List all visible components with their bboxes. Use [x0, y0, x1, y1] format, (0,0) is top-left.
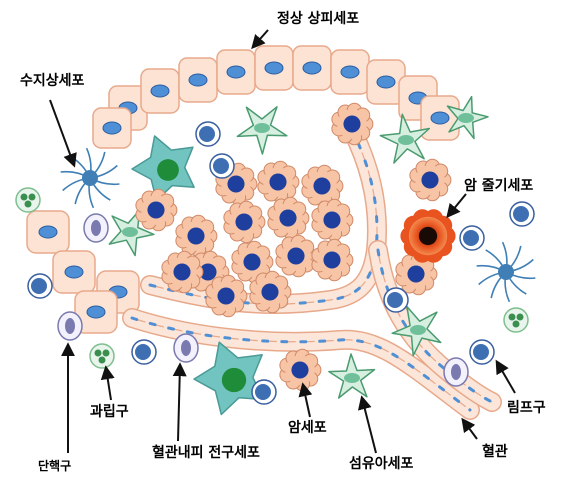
arrow-lymphocyte [497, 362, 515, 393]
cancer-stem-cell [400, 209, 455, 262]
lymphocyte [28, 274, 52, 298]
cancer-cell [312, 239, 353, 280]
epithelial-cell [179, 58, 217, 102]
monocyte [444, 358, 468, 386]
epithelial-cell [421, 96, 459, 140]
label-dendritic: 수지상세포 [20, 74, 84, 88]
dendritic-cell [61, 148, 120, 208]
arrow-progenitor [178, 365, 180, 441]
cancer-cell [268, 197, 309, 238]
label-blood-vessel: 혈관 [482, 445, 508, 459]
label-lymphocyte: 림프구 [507, 401, 546, 415]
monocyte [84, 214, 108, 242]
lymphocyte [510, 202, 534, 226]
lymphocyte [252, 380, 276, 404]
cancer-cell [410, 159, 451, 200]
cancer-cell [250, 271, 291, 312]
label-fibroblast: 섬유아세포 [349, 457, 413, 471]
lymphocyte [210, 154, 234, 178]
arrow-stem [448, 194, 466, 216]
cancer-stem-cell-body [400, 209, 455, 262]
cancer-cell [312, 199, 353, 240]
dendritic-cell [477, 242, 536, 302]
lymphocyte [470, 340, 494, 364]
label-cancer-stem: 암 줄기세포 [464, 179, 533, 193]
epithelial-cell [93, 108, 131, 148]
arrow-vessel [463, 420, 477, 439]
cancer-cell [276, 235, 317, 276]
monocyte [174, 334, 198, 362]
label-endothelial-progenitor: 혈관내피 전구세포 [152, 446, 260, 460]
monocyte [58, 312, 82, 340]
cancer-cell [224, 201, 265, 242]
arrow-fibroblast [362, 398, 376, 453]
epithelial-cell [217, 50, 255, 94]
epithelial-cell [293, 46, 331, 90]
label-granulocyte: 과립구 [90, 405, 129, 419]
cancer-cell [280, 349, 321, 390]
lymphocyte [460, 226, 484, 250]
label-cancer-cell: 암세포 [288, 421, 327, 435]
cancer-cell [332, 103, 373, 144]
epithelial-cell [27, 211, 69, 253]
fibroblast [329, 354, 375, 398]
label-monocyte: 단핵구 [38, 460, 71, 472]
arrow-granulocyte [106, 368, 111, 400]
epithelial-cell [331, 50, 369, 94]
lymphocyte [384, 288, 408, 312]
granulocyte [504, 308, 528, 332]
lymphocyte [196, 122, 220, 146]
cancer-cell [176, 215, 217, 256]
epithelial-cell [53, 251, 95, 293]
arrow-dendritic [50, 100, 74, 165]
granulocyte [90, 344, 114, 368]
cancer-cell [258, 161, 299, 202]
label-normal-epithelial: 정상 상피세포 [277, 12, 359, 26]
cancer-cell [136, 189, 177, 230]
arrow-epithelial [253, 30, 268, 47]
fibroblast [237, 107, 286, 154]
epithelial-cell [255, 46, 293, 90]
epithelial-cell [141, 69, 179, 113]
granulocyte [16, 188, 40, 212]
cancer-cell [206, 275, 247, 316]
macrophage [194, 342, 263, 414]
cancer-cell [162, 251, 203, 292]
lymphocyte [132, 340, 156, 364]
